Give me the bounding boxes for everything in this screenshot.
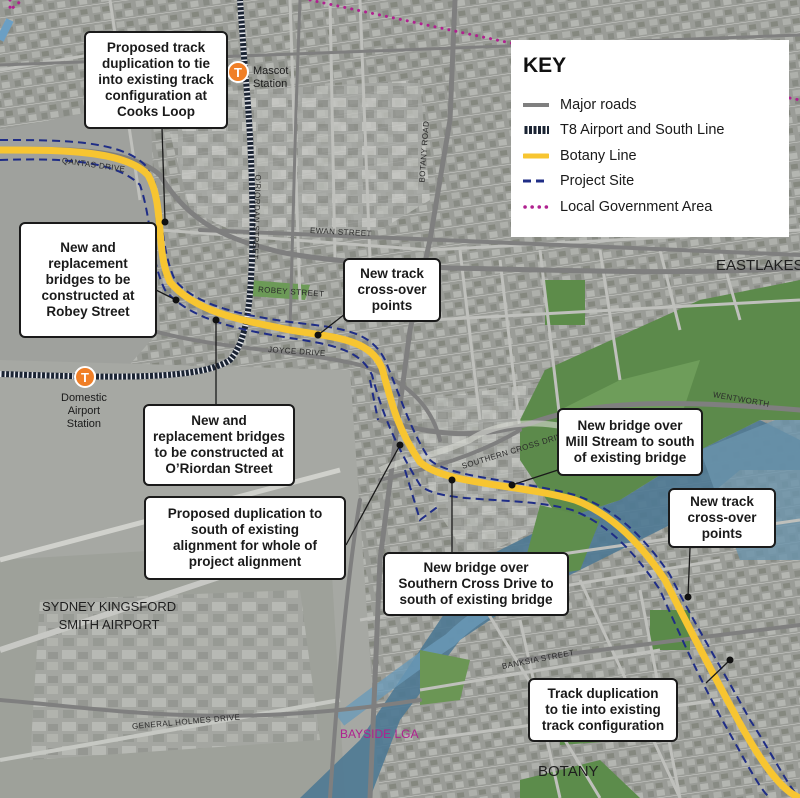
key-row-botany-line: Botany Line xyxy=(523,143,775,169)
area-label-bayside-lga: BAYSIDE LGA xyxy=(340,727,419,741)
key-row-t8-line: T8 Airport and South Line xyxy=(523,118,775,144)
callout-track-duplication-tie-in: Track duplication to tie into existing t… xyxy=(528,678,678,742)
key-row-major-roads: Major roads xyxy=(523,92,775,118)
key-row-project-site: Project Site xyxy=(523,169,775,195)
project-site-swatch-icon xyxy=(523,179,549,183)
key-label: Local Government Area xyxy=(560,198,713,215)
key-label: T8 Airport and South Line xyxy=(560,122,725,139)
callout-oriordan-street-bridges: New and replacement bridges to be constr… xyxy=(143,404,295,486)
key-label: Botany Line xyxy=(560,147,637,164)
callout-cooks-loop: Proposed track duplication to tie into e… xyxy=(84,31,228,129)
mascot-station-icon: T xyxy=(227,61,249,83)
callout-mill-stream-bridge: New bridge over Mill Stream to south of … xyxy=(557,408,703,476)
key-label: Major roads xyxy=(560,96,637,113)
major-roads-swatch-icon xyxy=(523,102,549,107)
callout-robey-street-bridges: New and replacement bridges to be constr… xyxy=(19,222,157,338)
t8-airport-south-line xyxy=(0,0,256,380)
callout-southern-cross-drive-bridge: New bridge over Southern Cross Drive to … xyxy=(383,552,569,616)
area-label-eastlakes: EASTLAKES xyxy=(716,257,800,274)
t8-line-swatch-icon xyxy=(523,126,549,135)
callout-leaders xyxy=(155,127,731,684)
lga-swatch-icon xyxy=(523,205,549,209)
callout-anchor-points xyxy=(161,218,734,664)
botany-line-swatch-icon xyxy=(523,153,549,159)
map-key: KEY Major roads T8 Airport and South Lin… xyxy=(511,40,789,237)
area-label-airport: SYDNEY KINGSFORD SMITH AIRPORT xyxy=(42,599,177,632)
area-label-botany: BOTANY xyxy=(538,763,599,780)
key-title: KEY xyxy=(523,54,567,77)
mascot-station-label: Mascot Station xyxy=(253,65,289,90)
callout-cross-over-points-north: New track cross-over points xyxy=(343,258,441,322)
key-row-lga: Local Government Area xyxy=(523,194,775,220)
callout-cross-over-points-south: New track cross-over points xyxy=(668,488,776,548)
domestic-airport-station-icon: T xyxy=(74,366,96,388)
botany-line xyxy=(0,146,800,798)
key-label: Project Site xyxy=(560,173,635,190)
domestic-airport-station-label: Domestic Airport Station xyxy=(61,392,107,430)
callout-duplication-whole-alignment: Proposed duplication to south of existin… xyxy=(144,496,346,580)
